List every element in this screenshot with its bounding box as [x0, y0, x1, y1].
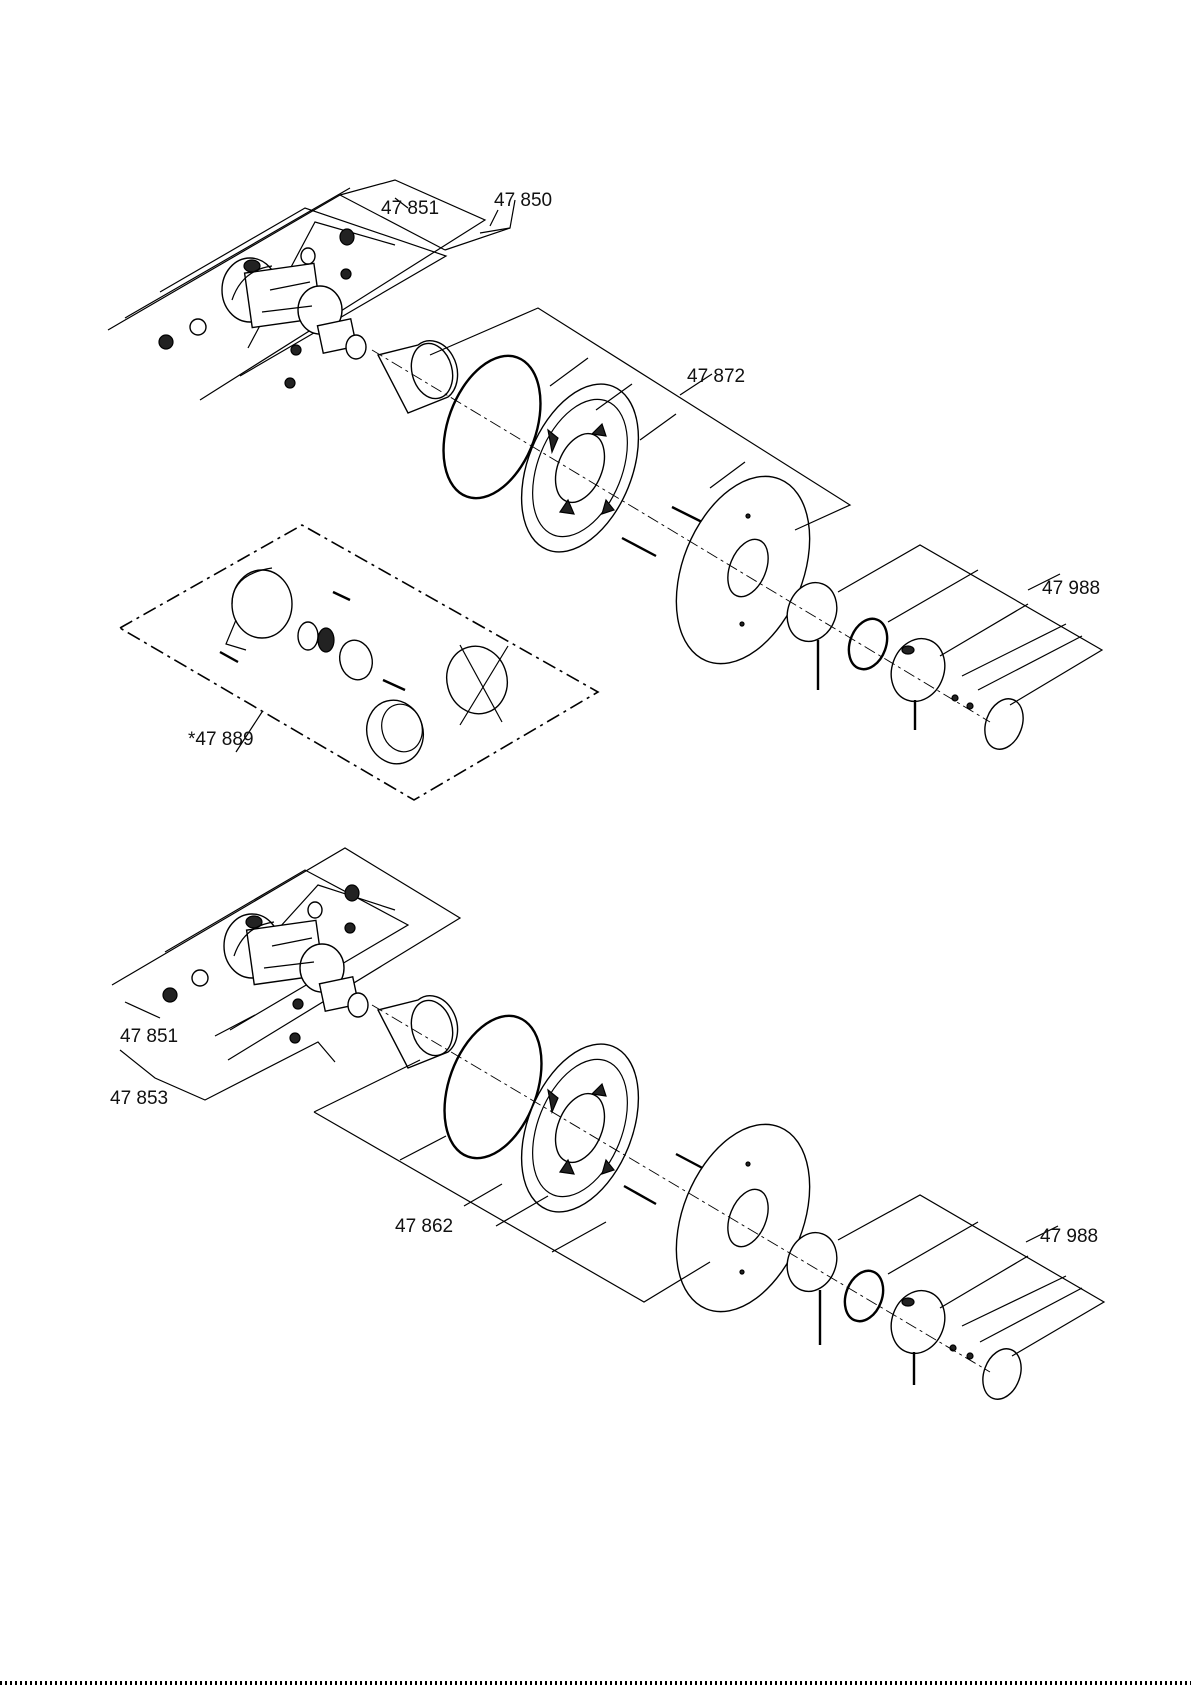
top-handle-parts	[779, 576, 1030, 755]
bottom-label-47862: 47 862	[395, 1216, 453, 1237]
bottom-escutcheon	[651, 1105, 836, 1332]
top-assembly: 47 851 47 850 47 872 47 988	[108, 180, 1102, 755]
bottom-trim-bracket	[314, 1060, 710, 1302]
conversion-kit: *47 889	[120, 525, 598, 800]
top-label-47851: 47 851	[381, 198, 439, 219]
conversion-kit-label: *47 889	[188, 729, 254, 750]
top-label-47850: 47 850	[494, 190, 552, 211]
page-edge-strip	[0, 1681, 1191, 1685]
bottom-assembly: 47 851 47 853 47 862 47 988	[110, 848, 1104, 1405]
top-label-47988: 47 988	[1042, 578, 1100, 599]
bottom-sleeve	[378, 996, 459, 1068]
bottom-label-47988: 47 988	[1040, 1226, 1098, 1247]
bottom-label-47851: 47 851	[120, 1026, 178, 1047]
top-handle-bracket	[838, 545, 1102, 705]
kit-parts	[220, 568, 515, 770]
top-label-47872: 47 872	[687, 366, 745, 387]
bottom-label-47853: 47 853	[110, 1088, 168, 1109]
top-mounting-plate	[499, 367, 661, 569]
top-sleeve	[378, 339, 459, 413]
bottom-handle-parts	[779, 1226, 1028, 1405]
top-escutcheon	[651, 457, 836, 684]
